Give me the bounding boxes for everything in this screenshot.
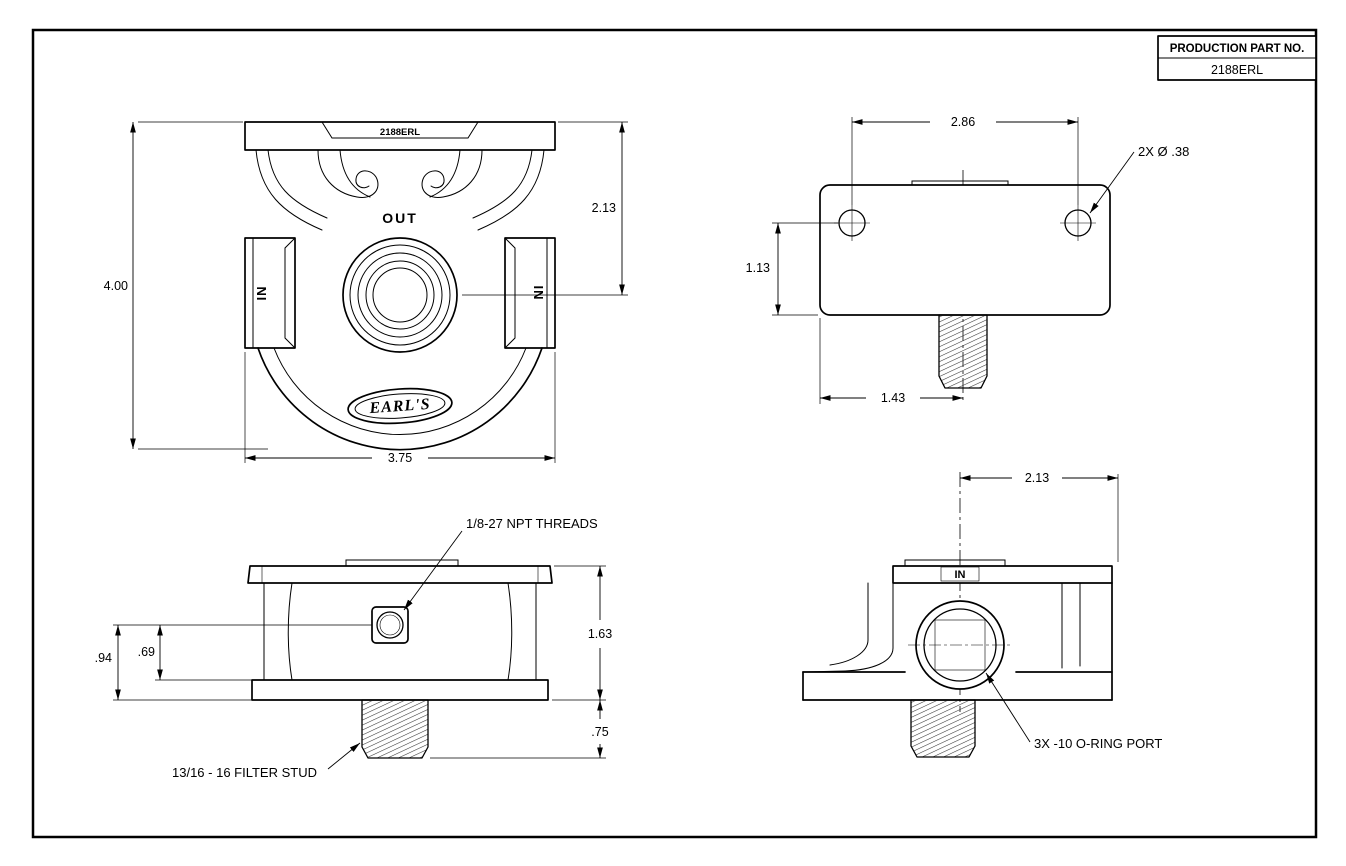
dim-front-height: 4.00 (104, 121, 268, 450)
dim-top-width: 2.86 (851, 115, 1079, 205)
dim-stud-offset: 1.43 (819, 318, 963, 405)
top-view: 2.86 2X Ø .38 1.13 1.43 (746, 115, 1190, 405)
side-flange (251, 679, 549, 701)
callout-text-stud: 13/16 - 16 FILTER STUD (172, 765, 317, 780)
earls-logo-badge: EARL'S (347, 387, 453, 425)
filter-stud-top-view (938, 314, 988, 389)
mount-hole-left (834, 205, 870, 241)
end-view: IN 2.13 (802, 471, 1162, 758)
front-plate-notch (321, 121, 479, 139)
dim-text-4-00: 4.00 (104, 279, 128, 293)
inlet-stud-end-view (910, 699, 976, 758)
side-plate-tab (345, 559, 459, 567)
brand-text: EARL'S (368, 396, 431, 417)
top-plate-outline (819, 184, 1111, 316)
end-in-box (940, 566, 980, 582)
dim-text-1-63: 1.63 (588, 627, 612, 641)
callout-filter-stud: 13/16 - 16 FILTER STUD (172, 742, 361, 780)
mount-hole-right (1060, 205, 1096, 241)
dim-text-0-94: .94 (95, 651, 112, 665)
dim-text-2-86: 2.86 (951, 115, 975, 129)
callout-text-holes: 2X Ø .38 (1138, 144, 1189, 159)
title-block-label: PRODUCTION PART NO. (1170, 43, 1305, 55)
center-port-boss (342, 237, 458, 353)
dim-text-1-13: 1.13 (746, 261, 770, 275)
in-port-label-left: IN (254, 286, 269, 301)
in-port-label-right: IN (531, 286, 546, 301)
dim-text-0-75: .75 (591, 725, 608, 739)
front-part-label: 2188ERL (380, 127, 420, 138)
out-port-label: OUT (382, 210, 418, 226)
filter-stud-side-view (361, 699, 429, 759)
callout-oring: 3X -10 O-RING PORT (985, 672, 1162, 751)
part-number: 2188ERL (1211, 63, 1263, 77)
dim-front-width: 3.75 (244, 352, 556, 465)
dim-end-width: 2.13 (960, 471, 1119, 562)
front-view: 2188ERL OUT IN IN (104, 121, 628, 465)
dim-hole-offset: 1.13 (746, 222, 838, 316)
callout-npt: 1/8-27 NPT THREADS (403, 516, 598, 611)
dim-side-total-height: 1.63 (552, 565, 612, 701)
end-top-plate (892, 565, 1113, 584)
title-block: PRODUCTION PART NO. 2188ERL (1157, 35, 1317, 81)
front-top-plate (244, 121, 556, 151)
callout-text-oring: 3X -10 O-RING PORT (1034, 736, 1162, 751)
side-body-lines (261, 565, 539, 681)
dim-text-2-13-end: 2.13 (1025, 471, 1049, 485)
side-top-plate (247, 565, 553, 584)
dim-stud-length: .75 (430, 700, 609, 759)
oring-port (908, 600, 1012, 690)
side-view: 1.63 .75 .94 .69 1/8-27 NPT THREADS 13/1… (95, 516, 613, 780)
dim-text-0-69: .69 (138, 645, 155, 659)
front-scroll-arms (255, 149, 545, 231)
in-port-label-end: IN (955, 569, 966, 581)
dim-text-2-13-front: 2.13 (592, 201, 616, 215)
front-bottom-section (257, 347, 543, 451)
front-in-blocks (244, 237, 556, 349)
npt-port (371, 606, 409, 644)
dim-port-heights: .94 .69 (95, 624, 372, 701)
end-plate-tab (904, 559, 1006, 567)
top-plate-tab (911, 180, 1009, 186)
dim-text-1-43: 1.43 (881, 391, 905, 405)
callout-text-npt: 1/8-27 NPT THREADS (466, 516, 598, 531)
dim-front-upper: 2.13 (462, 121, 628, 296)
sheet-border (31, 28, 1318, 839)
dim-text-3-75: 3.75 (388, 451, 412, 465)
callout-mount-holes: 2X Ø .38 (1089, 144, 1189, 214)
